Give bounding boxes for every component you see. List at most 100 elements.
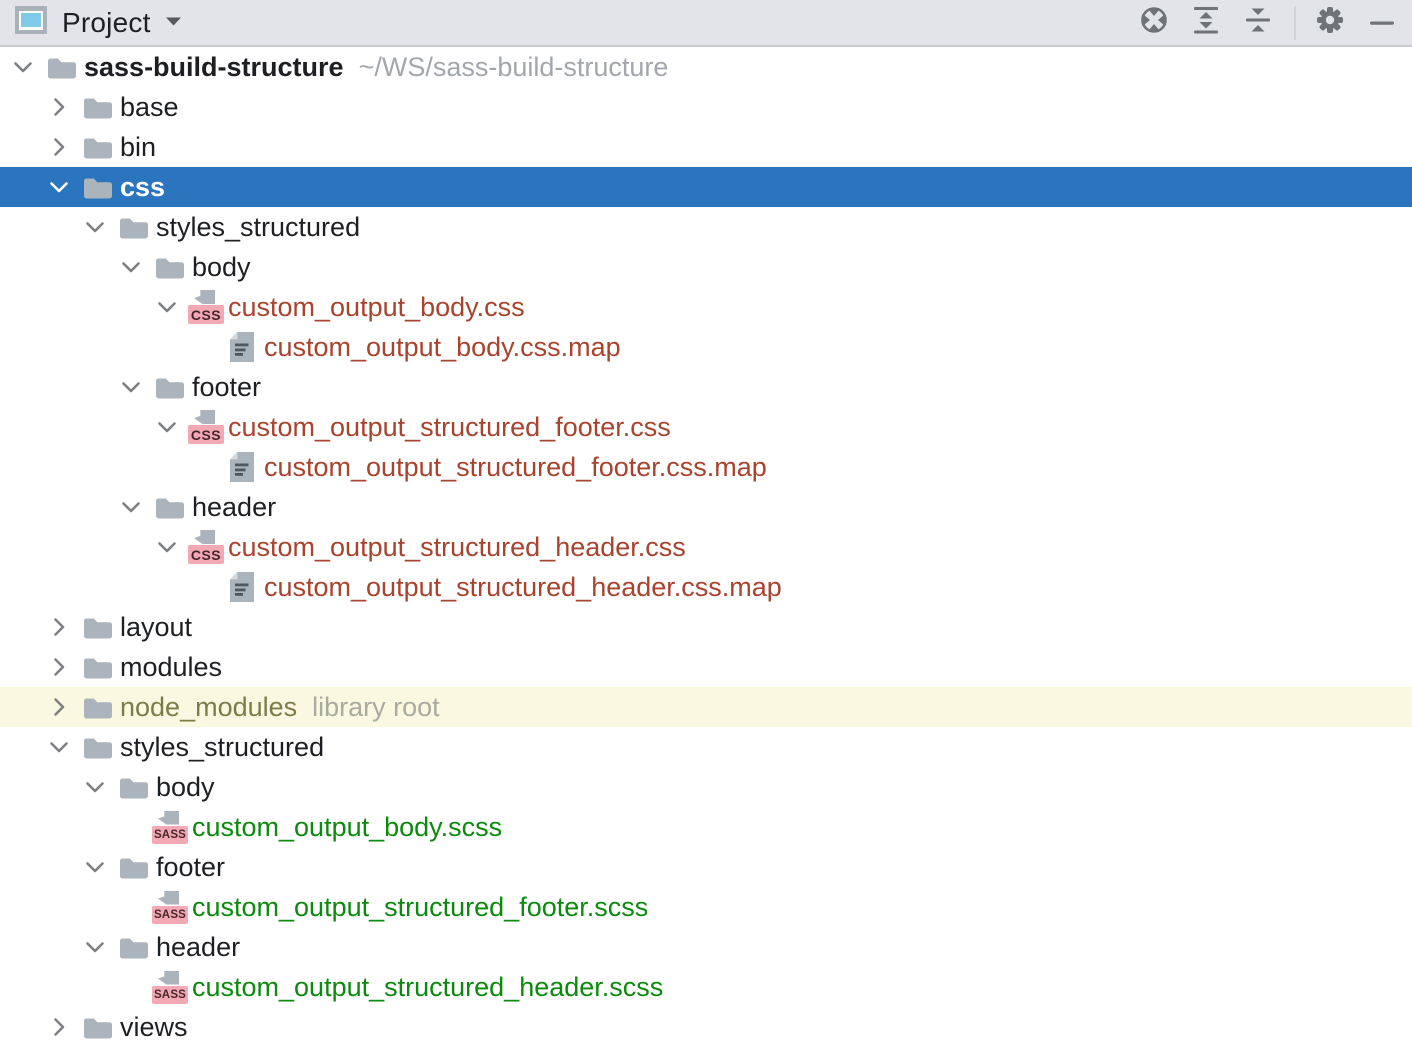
project-toolbar: Project [0, 0, 1412, 47]
minimize-icon [1369, 14, 1395, 32]
tree-row[interactable]: custom_output_body.css.map [0, 327, 1412, 367]
chevron-down-icon[interactable] [154, 294, 180, 320]
chevron-down-icon[interactable] [82, 854, 108, 880]
project-tree: sass-build-structure ~/WS/sass-build-stru… [0, 47, 1412, 1047]
tree-item-annotation: ~/WS/sass-build-structure [358, 51, 669, 82]
tree-item-label: custom_output_structured_footer.css.map [264, 451, 767, 482]
tree-row[interactable]: layout [0, 607, 1412, 647]
tree-row[interactable]: custom_output_structured_footer.css.map [0, 447, 1412, 487]
chevron-spacer [190, 454, 216, 480]
tree-item-label: custom_output_structured_footer.scss [192, 891, 649, 922]
folder-icon [118, 850, 150, 884]
tree-item-label: modules [120, 651, 223, 682]
collapse-all-button[interactable] [1238, 3, 1278, 43]
tree-row[interactable]: css [0, 167, 1412, 207]
folder-icon [118, 770, 150, 804]
chevron-right-icon[interactable] [46, 1014, 72, 1040]
chevron-right-icon[interactable] [46, 694, 72, 720]
tree-row[interactable]: custom_output_structured_header.css.map [0, 567, 1412, 607]
tree-row[interactable]: styles_structured [0, 207, 1412, 247]
folder-icon [82, 1010, 114, 1044]
chevron-spacer [190, 334, 216, 360]
css-file-icon: CSS [188, 410, 224, 444]
expand-all-button[interactable] [1186, 3, 1226, 43]
folder-icon [118, 210, 150, 244]
css-file-icon: CSS [188, 530, 224, 564]
tree-row[interactable]: styles_structured [0, 727, 1412, 767]
tree-item-label: body [192, 251, 251, 282]
caret-down-icon [165, 14, 182, 32]
tree-row[interactable]: body [0, 767, 1412, 807]
tree-row[interactable]: base [0, 87, 1412, 127]
tree-item-label: custom_output_structured_header.scss [192, 971, 664, 1002]
tree-row[interactable]: body [0, 247, 1412, 287]
chevron-down-icon[interactable] [82, 934, 108, 960]
tree-item-label: header [156, 931, 241, 962]
tree-item-label: styles_structured [156, 211, 361, 242]
hide-button[interactable] [1362, 3, 1402, 43]
tree-row[interactable]: footer [0, 367, 1412, 407]
tool-window-title: Project [62, 6, 151, 38]
chevron-down-icon[interactable] [82, 774, 108, 800]
tree-item-label: layout [120, 611, 193, 642]
tree-row[interactable]: bin [0, 127, 1412, 167]
chevron-down-icon[interactable] [46, 734, 72, 760]
folder-icon [154, 370, 186, 404]
chevron-down-icon[interactable] [82, 214, 108, 240]
folder-icon [82, 610, 114, 644]
tree-row[interactable]: header [0, 487, 1412, 527]
folder-icon [118, 930, 150, 964]
tree-item-label: node_modules [120, 691, 298, 722]
tree-item-label: css [120, 171, 166, 202]
tree-row[interactable]: views [0, 1007, 1412, 1047]
chevron-right-icon[interactable] [46, 654, 72, 680]
settings-button[interactable] [1310, 3, 1350, 43]
chevron-spacer [190, 574, 216, 600]
sass-file-icon: SASS [152, 970, 188, 1004]
tree-row[interactable]: header [0, 927, 1412, 967]
tree-item-label: custom_output_body.css.map [264, 331, 621, 362]
chevron-down-icon[interactable] [10, 54, 36, 80]
map-file-icon [226, 330, 258, 364]
folder-icon [82, 690, 114, 724]
tree-item-label: custom_output_body.css [228, 291, 525, 322]
map-file-icon [226, 570, 258, 604]
tree-item-label: styles_structured [120, 731, 325, 762]
css-file-icon: CSS [188, 290, 224, 324]
tree-item-label: body [156, 771, 215, 802]
locate-file-button[interactable] [1134, 3, 1174, 43]
tree-item-label: bin [120, 131, 157, 162]
tree-item-label: base [120, 91, 179, 122]
project-tool-window-icon [14, 5, 48, 40]
folder-icon [154, 490, 186, 524]
map-file-icon [226, 450, 258, 484]
chevron-right-icon[interactable] [46, 94, 72, 120]
tree-item-label: views [120, 1011, 188, 1042]
chevron-right-icon[interactable] [46, 614, 72, 640]
folder-icon [82, 730, 114, 764]
chevron-spacer [118, 814, 144, 840]
tree-item-label: sass-build-structure [84, 51, 344, 82]
folder-icon [154, 250, 186, 284]
chevron-down-icon[interactable] [118, 254, 144, 280]
chevron-down-icon[interactable] [46, 174, 72, 200]
chevron-right-icon[interactable] [46, 134, 72, 160]
chevron-down-icon[interactable] [118, 374, 144, 400]
gear-icon [1313, 3, 1347, 42]
tree-row[interactable]: footer [0, 847, 1412, 887]
tree-row[interactable]: modules [0, 647, 1412, 687]
chevron-down-icon[interactable] [154, 414, 180, 440]
project-view-selector[interactable]: Project [14, 5, 182, 40]
chevron-down-icon[interactable] [154, 534, 180, 560]
folder-icon [46, 50, 78, 84]
chevron-down-icon[interactable] [118, 494, 144, 520]
tree-row[interactable]: sass-build-structure ~/WS/sass-build-stru… [0, 47, 1412, 87]
tree-item-label: header [192, 491, 277, 522]
